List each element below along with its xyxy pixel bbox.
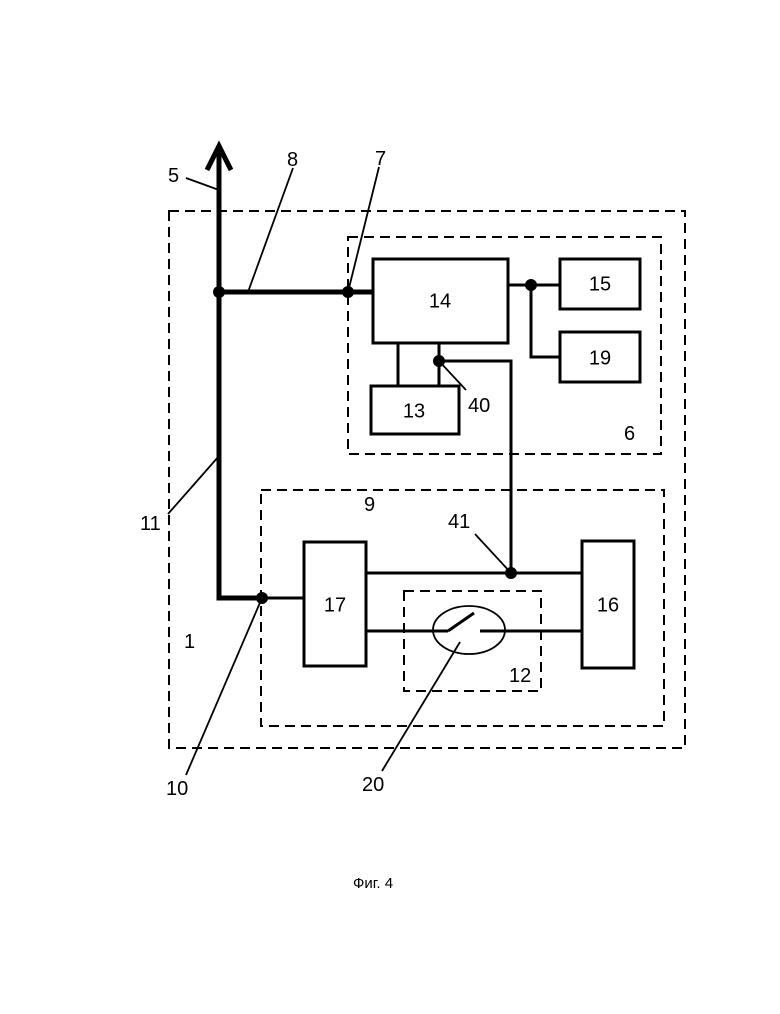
block-14-label: 14 <box>429 290 451 312</box>
bus-line-11 <box>219 150 262 598</box>
block-15-label: 15 <box>589 273 611 295</box>
figure-caption: Фиг. 4 <box>353 875 393 892</box>
node-bus-8 <box>213 286 225 298</box>
label-6: 6 <box>624 423 635 445</box>
label-41: 41 <box>448 511 470 533</box>
label-10: 10 <box>166 778 188 800</box>
wire-14-15-19 <box>508 285 560 357</box>
block-19-label: 19 <box>589 347 611 369</box>
node-15-19 <box>525 279 537 291</box>
label-20: 20 <box>362 774 384 796</box>
leader-5 <box>186 178 219 190</box>
label-7: 7 <box>375 148 386 170</box>
label-9: 9 <box>364 494 375 516</box>
leader-20 <box>382 642 460 771</box>
label-11: 11 <box>140 513 161 535</box>
block-17-label: 17 <box>324 594 346 616</box>
label-1: 1 <box>184 631 195 653</box>
leader-41 <box>475 534 511 573</box>
label-5: 5 <box>168 165 179 187</box>
leader-11 <box>168 456 219 514</box>
label-8: 8 <box>287 149 298 171</box>
wire-14-13 <box>398 343 439 386</box>
label-40: 40 <box>468 395 490 417</box>
label-12: 12 <box>509 665 531 687</box>
leader-8 <box>248 168 293 292</box>
block-13-label: 13 <box>403 400 425 422</box>
block-16-label: 16 <box>597 594 619 616</box>
